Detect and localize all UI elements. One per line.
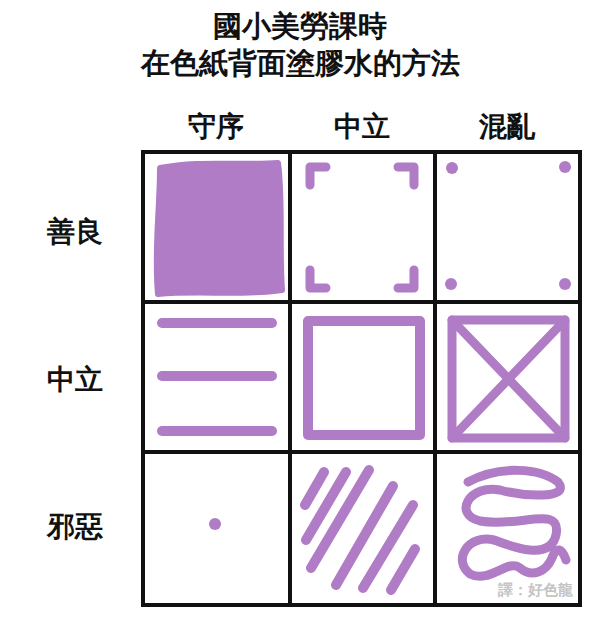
watermark: 譯：好色龍 <box>496 581 575 599</box>
glue-marks <box>157 161 571 590</box>
grid-line <box>143 300 580 304</box>
glue-stripes <box>305 470 415 590</box>
row-header: 邪惡 <box>47 510 103 544</box>
column-header: 中立 <box>334 110 390 144</box>
glue-cross-frame <box>452 320 565 438</box>
column-header: 守序 <box>188 110 244 144</box>
row-header: 中立 <box>47 363 103 397</box>
row-header: 善良 <box>47 215 103 249</box>
grid-line <box>143 450 580 454</box>
glue-dots <box>445 161 571 290</box>
glue-scribble <box>462 470 566 576</box>
grid-frame <box>143 152 580 605</box>
chart-title: 國小美勞課時 在色紙背面塗膠水的方法 <box>100 8 500 82</box>
glue-corners <box>310 167 414 288</box>
grid-line <box>288 152 292 605</box>
glue-frame <box>308 321 420 435</box>
glue-single-dot <box>209 518 221 530</box>
column-header: 混亂 <box>479 110 535 144</box>
grid-line <box>433 152 437 605</box>
grid-lines <box>143 152 580 605</box>
glue-fill <box>157 163 282 294</box>
glue-lines <box>162 323 272 431</box>
